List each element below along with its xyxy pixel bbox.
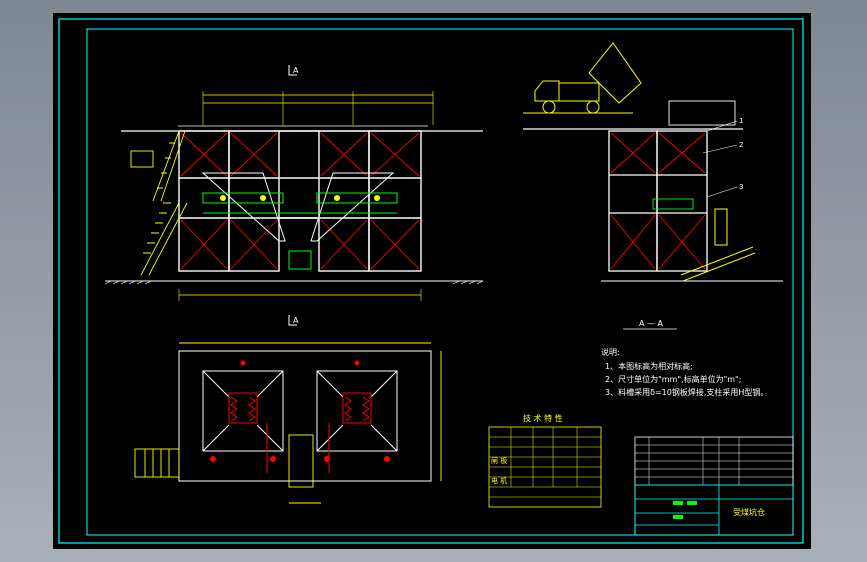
sheet-border <box>58 18 804 544</box>
title-block: 受煤坑仓 <box>634 436 794 536</box>
spec-table: 技 术 特 性 闸 板 电 机 <box>488 413 602 508</box>
plan-view <box>134 342 442 504</box>
notes-line-3: 3、料槽采用δ=10钢板焊接,支柱采用H型钢。 <box>605 387 768 397</box>
section-mark-bottom: A <box>293 316 299 325</box>
notes-heading: 说明: <box>601 347 620 357</box>
section-mark-top: A <box>293 66 299 75</box>
elevation-view: A A <box>104 65 484 326</box>
callout-3: 3 <box>739 183 743 191</box>
callout-1: 1 <box>739 117 743 125</box>
drawing-sheet: A A <box>58 18 804 544</box>
callout-2: 2 <box>739 141 743 149</box>
spec-row-gate: 闸 板 <box>491 456 507 465</box>
spec-row-motor: 电 机 <box>491 476 507 485</box>
cad-viewport[interactable]: A A <box>53 13 811 549</box>
notes-line-2: 2、尺寸单位为"mm",标高单位为"m"; <box>605 374 741 384</box>
drawing-name: 受煤坑仓 <box>733 507 765 517</box>
drawing-frame <box>86 28 794 536</box>
spec-table-title: 技 术 特 性 <box>523 413 563 423</box>
notes-block: 说明: 1、本图标高为相对标高; 2、尺寸单位为"mm",标高单位为"m"; 3… <box>601 347 768 397</box>
notes-line-1: 1、本图标高为相对标高; <box>605 361 693 371</box>
section-label: A — A <box>639 319 664 328</box>
section-view: 1 2 3 A — A <box>523 42 783 330</box>
dump-truck <box>523 42 642 114</box>
